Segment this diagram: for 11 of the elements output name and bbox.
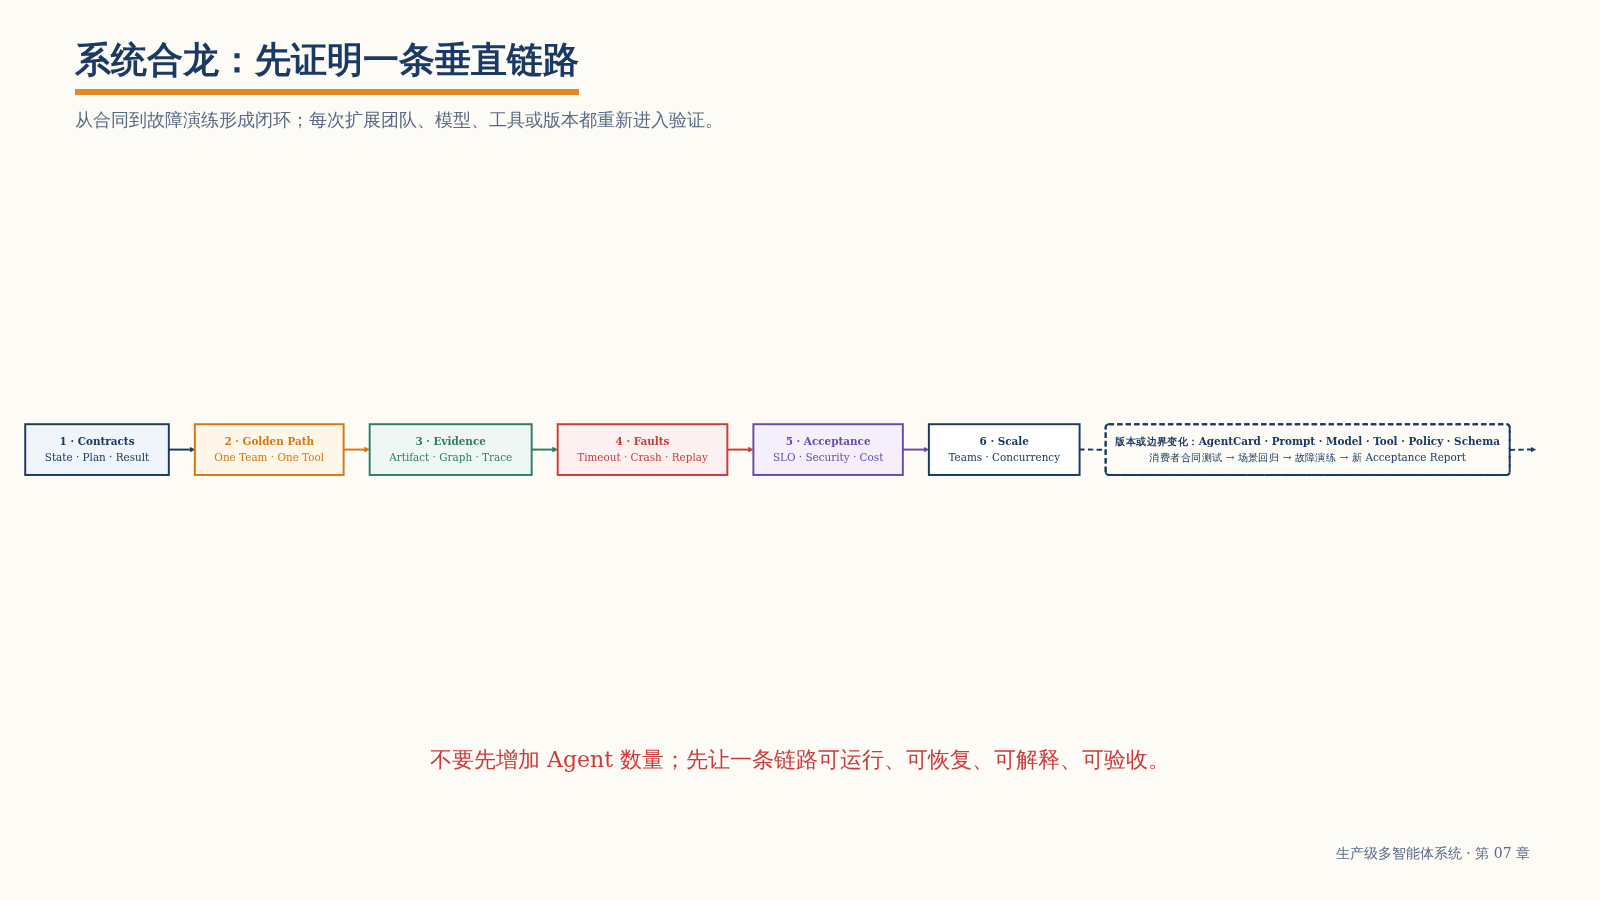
node-box: 1 · Contracts State · Plan · Result — [24, 423, 170, 477]
node-box: 3 · Evidence Artifact · Graph · Trace — [368, 423, 533, 477]
caption: 不要先增加 Agent 数量；先让一条链路可运行、可恢复、可解释、可验收。 — [429, 746, 1171, 774]
node-box: 6 · Scale Teams · Concurrency — [927, 423, 1081, 477]
node-box: 4 · Faults Timeout · Crash · Replay — [556, 423, 729, 477]
footer-note: 生产级多智能体系统 · 第 07 章 — [1335, 845, 1530, 863]
node-box: 2 · Golden Path One Team · One Tool — [193, 423, 345, 477]
title: 系统合龙：先证明一条垂直链路 — [75, 36, 579, 95]
node-box: 5 · Acceptance SLO · Security · Cost — [752, 423, 904, 477]
subtitle: 从合同到故障演练形成闭环；每次扩展团队、模型、工具或版本都重新进入验证。 — [75, 108, 723, 132]
arrow — [1509, 447, 1536, 453]
